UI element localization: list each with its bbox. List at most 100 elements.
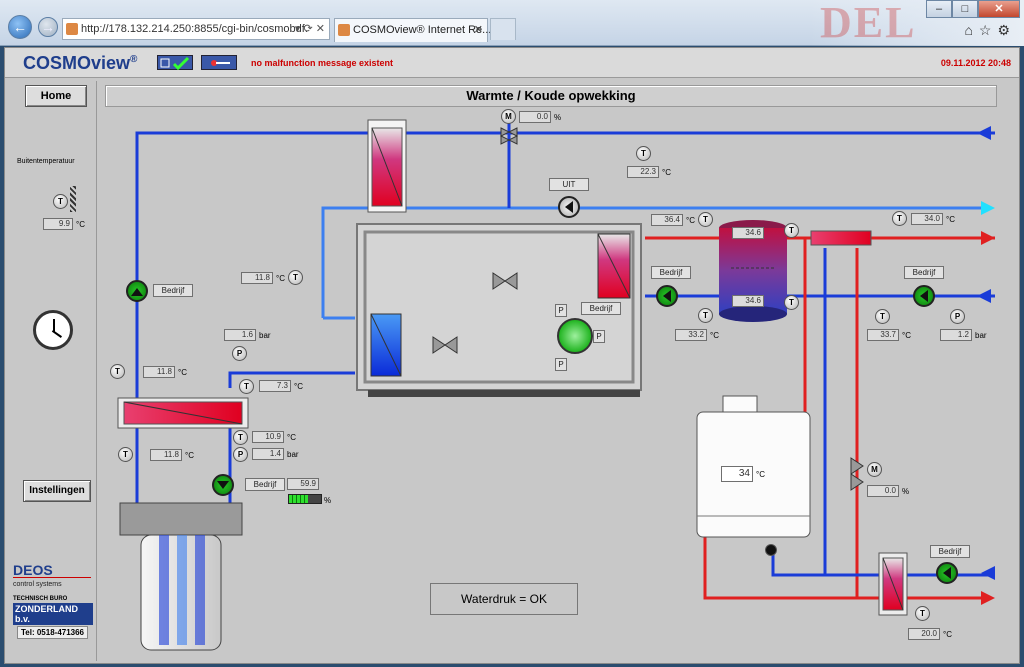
pressure-sensor[interactable]: P [233,447,248,462]
flow-arrow-icon [981,201,995,215]
temp-sensor[interactable]: T [636,146,651,161]
close-button[interactable]: ✕ [978,0,1020,18]
outside-temp-value: 9.9 [43,218,73,230]
app-topbar: COSMOview® no malfunction message existe… [5,48,1019,78]
unit-label: % [324,496,332,505]
outside-temp-label: Buitentemperatuur [17,158,75,165]
temp-value: 10.9 [252,431,284,443]
pressure-value: 1.6 [224,329,256,341]
outside-temp-sensor[interactable]: T [53,194,68,209]
unit-label: bar [259,331,271,340]
temp-sensor[interactable]: T [110,364,125,379]
temp-sensor[interactable]: T [698,308,713,323]
pump-icon[interactable] [913,285,935,307]
minimize-button[interactable]: – [926,0,952,18]
browser-tool-icons[interactable]: ⌂☆⚙ [964,22,1016,38]
pump-icon[interactable] [558,196,580,218]
flow-arrow-icon [977,289,991,303]
temp-value: 11.8 [150,449,182,461]
temp-sensor[interactable]: T [875,309,890,324]
valve-right-value: 0.0 [867,485,899,497]
pump-icon[interactable] [936,562,958,584]
unit-label: °C [686,216,695,225]
pressure-value: 1.2 [940,329,972,341]
sensor-letter: T [58,197,63,206]
tab-icon [338,24,350,36]
temp-value: 36.4 [651,214,683,226]
datetime: 09.11.2012 20:48 [940,58,1011,68]
malfunction-message: no malfunction message existent [251,58,394,68]
unit-label: °C [287,433,296,442]
buffer-top-value: 34.6 [732,227,764,239]
settings-button[interactable]: Instellingen [23,480,91,502]
unit-label: °C [185,451,194,460]
temp-value: 22.3 [627,166,659,178]
temp-sensor[interactable]: T [784,223,799,238]
temp-sensor[interactable]: T [915,606,930,621]
check-icon [160,56,190,71]
motor-valve-top[interactable]: M [501,109,516,124]
motor-valve-right[interactable]: M [867,462,882,477]
pressure-tag: P [555,358,567,371]
temp-sensor[interactable]: T [118,447,133,462]
flow-arrow-icon [981,231,995,245]
temp-sensor[interactable]: T [288,270,303,285]
pressure-sensor[interactable]: P [950,309,965,324]
brand-mark: ® [130,54,138,65]
pressure-tag: P [555,304,567,317]
app-frame: COSMOview® no malfunction message existe… [4,47,1020,664]
browser-tab[interactable]: COSMOview® Internet Re... ✕ [334,18,492,42]
tab-title: COSMOview® Internet Re... [353,24,492,36]
compressor-status-label: Bedrijf [581,302,621,315]
pump-icon[interactable] [212,474,234,496]
brand-name: COSMOview [23,53,131,73]
unit-label: % [902,487,910,496]
pump-status-label: Bedrijf [651,266,691,279]
pump-icon[interactable] [656,285,678,307]
temp-value: 34.0 [911,213,943,225]
forward-button[interactable]: → [38,17,58,37]
unit-label: °C [294,382,303,391]
clock-icon[interactable] [33,310,73,350]
pump-status-label: Bedrijf [245,478,285,491]
pump-speed-value: 59.9 [287,478,319,490]
unit-label: °C [902,331,911,340]
temp-sensor[interactable]: T [239,379,254,394]
home-button[interactable]: Home [25,85,87,107]
pump-icon[interactable] [765,544,777,556]
tab-close-icon[interactable]: ✕ [473,24,483,36]
address-bar[interactable]: http://178.132.214.250:8855/cgi-bin/cosm… [62,18,330,40]
key-icon[interactable] [201,55,237,70]
unit-label: % [554,113,562,122]
new-tab-button[interactable] [490,18,516,40]
flow-arrow-icon [981,566,995,580]
temp-sensor[interactable]: T [233,430,248,445]
unit-label: bar [975,331,987,340]
pump-status-label: UIT [549,178,589,191]
back-button[interactable]: ← [8,15,32,39]
wall-icon [70,186,76,212]
status-check-icon[interactable] [157,55,193,71]
address-tools[interactable]: ▾ ⟳ ✕ [294,23,325,35]
water-pressure-status: Waterdruk = OK [430,583,578,615]
browser-chrome: ← → http://178.132.214.250:8855/cgi-bin/… [0,0,1024,46]
pressure-tag: P [593,330,605,343]
hydraulic-schematic [117,119,995,651]
pump-status-label: Bedrijf [904,266,944,279]
unit-label: °C [946,215,955,224]
pressure-sensor[interactable]: P [232,346,247,361]
pump-speed-fill [289,495,309,503]
buffer-bottom-value: 34.6 [732,295,764,307]
temp-sensor[interactable]: T [698,212,713,227]
temp-sensor[interactable]: T [784,295,799,310]
site-icon [66,23,78,35]
pump-speed-bar [288,494,322,504]
maximize-button[interactable]: □ [952,0,978,18]
telephone-label: Tel: 0518-471366 [17,626,89,639]
pressure-value: 1.4 [252,448,284,460]
temp-value: 11.8 [241,272,273,284]
pump-icon[interactable] [126,280,148,302]
valve-top-value: 0.0 [519,111,551,123]
temp-sensor[interactable]: T [892,211,907,226]
